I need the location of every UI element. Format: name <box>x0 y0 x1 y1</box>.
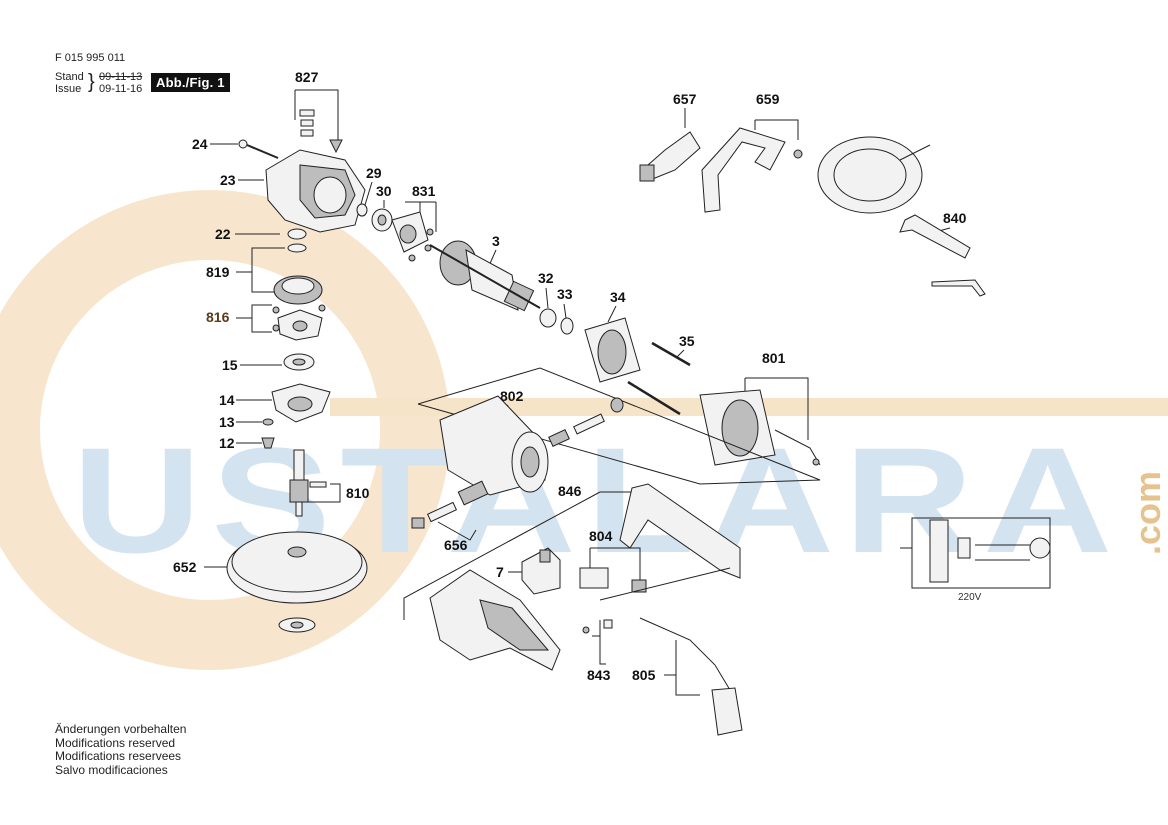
part-label-13: 13 <box>219 414 235 430</box>
part-label-659: 840 <box>943 210 967 226</box>
part-label-14: 14 <box>219 392 235 408</box>
part-801-motor-housing <box>439 395 549 496</box>
part-label-12: 12 <box>219 435 235 451</box>
part-819-bevel-gear <box>273 275 323 305</box>
part-label-30: 30 <box>376 183 392 199</box>
figure-badge: Abb./Fig. 1 <box>151 73 230 92</box>
guard-wheel <box>817 136 931 214</box>
part-label-819: 819 <box>206 264 230 280</box>
circuit-schematic: 220V <box>900 517 1051 603</box>
part-label-15: 15 <box>222 357 238 373</box>
part-652-backing-pad <box>226 531 368 633</box>
part-label-805: 805 <box>632 667 656 683</box>
part-label-7: 7 <box>496 564 504 580</box>
part-34-air-guide <box>584 317 641 383</box>
part-13-ring <box>262 418 274 426</box>
note-fr: Modifications reservees <box>55 749 182 763</box>
part-657-bow-handle <box>701 127 803 213</box>
part-29-ring <box>356 203 368 217</box>
part-7-switch <box>521 547 561 595</box>
part-label-816: 816 <box>206 309 230 325</box>
part-810-spindle <box>289 449 327 517</box>
brace-glyph: } <box>88 71 95 93</box>
part-33-ring <box>560 317 574 335</box>
stand-date: 09-11-13 <box>99 71 143 83</box>
motor-outline-box <box>417 367 821 485</box>
part-label-804: 804 <box>589 528 613 544</box>
part-656-handle <box>639 131 701 182</box>
part-label-801: 802 <box>500 388 524 404</box>
part-label-831: 831 <box>412 183 436 199</box>
note-es: Salvo modificaciones <box>55 762 168 777</box>
part-label-23: 23 <box>220 172 236 188</box>
stand-label: Stand <box>55 71 84 83</box>
part-12-screw <box>261 437 275 449</box>
schematic-voltage-label: 220V <box>958 592 982 603</box>
part-802-field <box>699 389 821 466</box>
part-846-brushes <box>411 480 489 529</box>
part-label-3: 3 <box>492 233 500 249</box>
watermark-suffix: .com <box>1127 471 1168 555</box>
part-label-33: 33 <box>557 286 573 302</box>
part-659-spanner <box>899 214 986 297</box>
part-label-846: 656 <box>444 537 468 553</box>
note-de: Änderungen vorbehalten <box>55 722 187 736</box>
part-label-810: 810 <box>346 485 370 501</box>
part-24-screw <box>238 139 279 159</box>
footer-notes: Änderungen vorbehalten Modifications res… <box>55 722 187 777</box>
part-label-35: 35 <box>679 333 695 349</box>
part-label-827: 827 <box>295 69 319 85</box>
part-label-657: 659 <box>756 91 780 107</box>
part-804-electronics <box>579 567 731 601</box>
part-816-bearing-flange <box>272 304 326 341</box>
part-label-29: 29 <box>366 165 382 181</box>
doc-number: F 015 995 011 <box>55 52 126 64</box>
part-827-screws <box>299 109 343 154</box>
part-32-bearing <box>539 308 557 328</box>
part-819-ring <box>287 243 307 253</box>
part-22-washer <box>287 228 307 240</box>
part-14-bearing-cover <box>271 383 331 423</box>
part-label-840: 846 <box>558 483 582 499</box>
part-843-clamps <box>582 619 613 634</box>
part-3-armature <box>429 240 541 312</box>
watermark-orange-ring <box>0 190 450 670</box>
issue-label: Issue <box>55 83 82 95</box>
issue-date: 09-11-16 <box>99 83 143 95</box>
note-en: Modifications reserved <box>55 735 176 750</box>
part-label-22: 22 <box>215 226 231 242</box>
part-label-843: 843 <box>587 667 611 683</box>
part-35-screws <box>627 341 691 416</box>
callout-827: 827 <box>294 69 339 140</box>
part-23-gear-housing <box>265 149 366 233</box>
part-label-656: 657 <box>673 91 697 107</box>
part-805-cable <box>639 617 743 736</box>
part-840-handle-halves <box>429 483 741 671</box>
part-label-652: 652 <box>173 559 197 575</box>
part-831-flange <box>391 211 434 262</box>
part-label-24: 24 <box>192 136 208 152</box>
part-label-32: 32 <box>538 270 554 286</box>
part-label-802: 801 <box>762 350 786 366</box>
part-label-34: 34 <box>610 289 626 305</box>
part-801-brush-holder-parts <box>548 397 624 447</box>
